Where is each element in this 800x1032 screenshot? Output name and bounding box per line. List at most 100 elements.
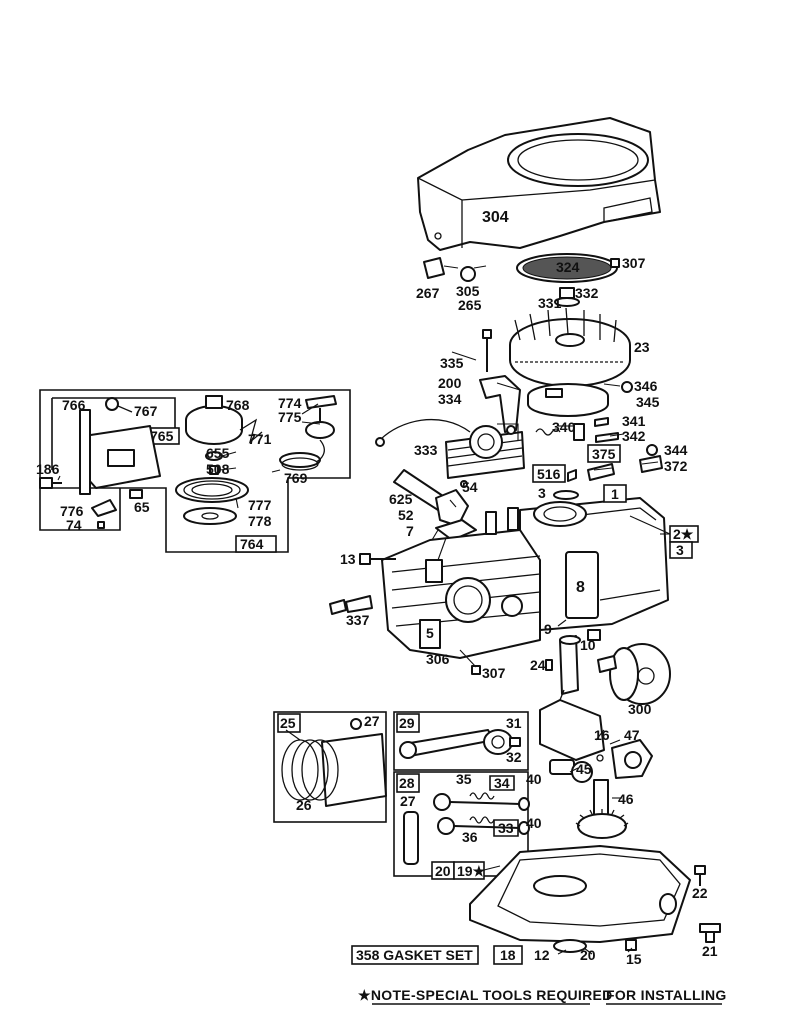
screw-307-top — [610, 258, 620, 268]
label-34: 34 — [494, 775, 510, 791]
rotating-screen-324 — [516, 253, 618, 283]
screw-186 — [39, 477, 62, 489]
rope-769 — [279, 439, 325, 471]
label-3-top: 3 — [538, 485, 546, 501]
label-52: 52 — [398, 507, 414, 523]
label-box-375 — [587, 444, 621, 463]
label-508: 508 — [206, 461, 230, 477]
label-346: 346 — [634, 378, 658, 394]
crankshaft-16 — [539, 635, 605, 775]
starter-clutch-765 — [79, 397, 161, 495]
label-27-top: 27 — [364, 713, 380, 729]
label-342: 342 — [622, 428, 646, 444]
washer-655-508 — [205, 451, 223, 475]
label-300: 300 — [628, 701, 652, 717]
plug-15 — [625, 939, 637, 951]
label-2: 2★ — [673, 526, 694, 542]
label-331: 331 — [538, 295, 562, 311]
pawl-776 — [91, 499, 117, 529]
label-16: 16 — [594, 727, 610, 743]
armature-333 — [375, 418, 525, 479]
label-1: 1 — [611, 486, 619, 502]
dowel-24 — [545, 659, 553, 671]
cylinder-head-306 — [381, 507, 541, 659]
label-23: 23 — [634, 339, 650, 355]
label-13: 13 — [340, 551, 356, 567]
label-372: 372 — [664, 458, 688, 474]
spring-771 — [239, 418, 263, 444]
sump-base-18 — [469, 845, 691, 943]
label-200: 200 — [438, 375, 462, 391]
label-65: 65 — [134, 499, 150, 515]
label-771: 771 — [248, 431, 272, 447]
label-341: 341 — [622, 413, 646, 429]
connecting-rod-box — [393, 711, 529, 771]
label-778: 778 — [248, 513, 272, 529]
label-265: 265 — [458, 297, 482, 313]
label-26: 26 — [296, 797, 312, 813]
label-765: 765 — [150, 428, 174, 444]
handle-774 — [305, 395, 337, 439]
label-40-lower: 40 — [526, 815, 542, 831]
label-307-lower: 307 — [482, 665, 506, 681]
governor-47 — [596, 739, 653, 779]
screw-307-lower — [471, 665, 481, 675]
label-186: 186 — [36, 461, 60, 477]
label-7: 7 — [406, 523, 414, 539]
gear-45 — [571, 761, 593, 783]
label-20-lower: 20 — [580, 947, 596, 963]
label-21: 21 — [702, 943, 718, 959]
label-28: 28 — [399, 775, 415, 791]
label-19: 19★ — [457, 863, 486, 879]
part-516 — [567, 463, 615, 482]
label-18: 18 — [500, 947, 516, 963]
label-516: 516 — [537, 466, 561, 482]
flywheel-nut-331 — [554, 287, 580, 307]
label-box-3 — [669, 541, 693, 559]
gasket-7 — [435, 519, 477, 541]
label-33: 33 — [498, 820, 514, 836]
rewind-spring-777 — [175, 477, 249, 503]
muffler-300 — [597, 643, 671, 705]
label-31: 31 — [506, 715, 522, 731]
label-344: 344 — [664, 442, 688, 458]
label-9: 9 — [544, 621, 552, 637]
spring-340 — [535, 417, 619, 443]
label-766: 766 — [62, 397, 86, 413]
label-box-1 — [603, 484, 627, 503]
label-54: 54 — [462, 479, 478, 495]
camshaft-46 — [575, 779, 629, 839]
label-46: 46 — [618, 791, 634, 807]
label-625: 625 — [389, 491, 413, 507]
starter-pulley-768 — [185, 395, 243, 445]
label-306: 306 — [426, 651, 450, 667]
valve-group-box — [393, 771, 530, 877]
label-768: 768 — [226, 397, 250, 413]
label-777: 777 — [248, 497, 272, 513]
bolt-21 — [699, 923, 721, 943]
label-40-top: 40 — [526, 771, 542, 787]
label-334: 334 — [438, 391, 462, 407]
leader-lines — [57, 351, 671, 955]
label-324: 324 — [556, 259, 580, 275]
footer-note: ★NOTE-SPECIAL TOOLS REQUIRED FOR INSTALL… — [358, 987, 727, 1005]
label-375: 375 — [592, 446, 616, 462]
breather-tube-625 — [393, 469, 469, 527]
flywheel-23 — [509, 307, 631, 387]
label-box-18 — [493, 945, 523, 965]
label-304: 304 — [482, 209, 509, 226]
label-340: 340 — [552, 419, 576, 435]
label-332: 332 — [575, 285, 599, 301]
label-22: 22 — [692, 885, 708, 901]
label-3-side: 3 — [676, 542, 684, 558]
label-764: 764 — [240, 536, 264, 552]
label-305: 305 — [456, 283, 480, 299]
oil-seal-12 — [553, 939, 587, 953]
part-labels: 304 324 307 267 305 265 331 332 23 335 2… — [36, 209, 718, 967]
label-74: 74 — [66, 517, 82, 533]
label-5: 5 — [426, 625, 434, 641]
label-335: 335 — [440, 355, 464, 371]
for-installing-note: FOR INSTALLING — [606, 987, 727, 1003]
label-12: 12 — [534, 947, 550, 963]
